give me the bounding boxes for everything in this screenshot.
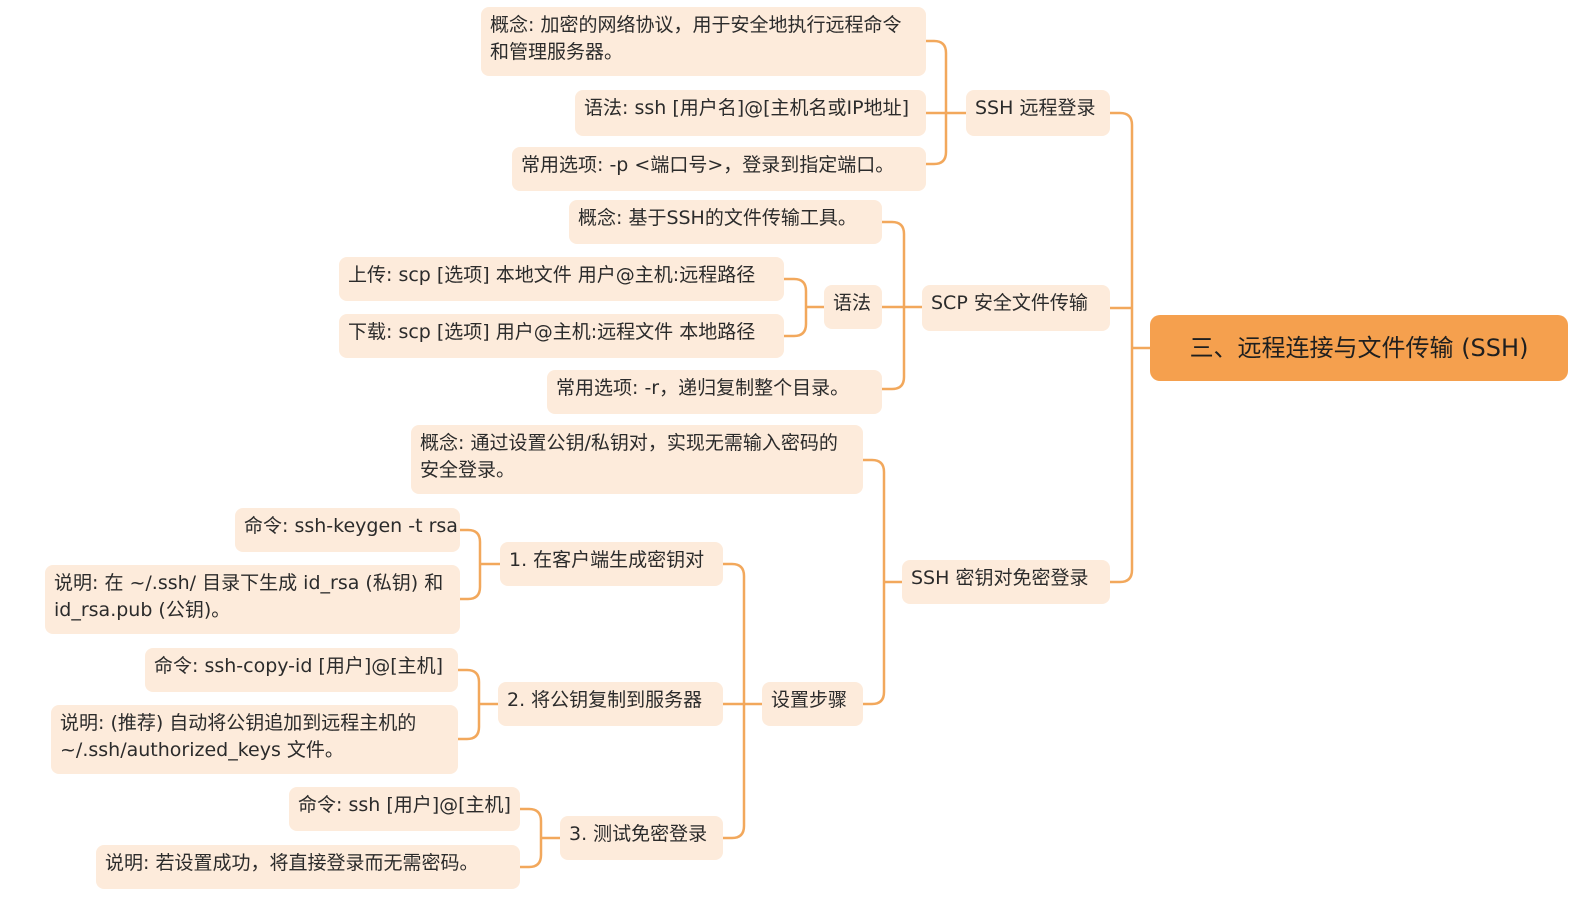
scp-upload-node[interactable]: 上传: scp [选项] 本地文件 用户@主机:远程路径 [339, 257, 784, 301]
ssh-keys-node[interactable]: SSH 密钥对免密登录 [902, 560, 1110, 604]
link-step3 [518, 807, 562, 869]
scp-download-node[interactable]: 下载: scp [选项] 用户@主机:远程文件 本地路径 [339, 314, 784, 358]
step1-cmd-node[interactable]: 命令: ssh-keygen -t rsa [235, 508, 460, 552]
ssh-login-node[interactable]: SSH 远程登录 [966, 90, 1110, 136]
scp-concept-node[interactable]: 概念: 基于SSH的文件传输工具。 [569, 200, 882, 244]
step3-desc-node[interactable]: 说明: 若设置成功，将直接登录而无需密码。 [96, 845, 520, 889]
link-steps [721, 562, 764, 840]
link-scp-syntax [782, 277, 826, 338]
link-ssh-login [924, 39, 968, 166]
setup-steps-node[interactable]: 设置步骤 [762, 682, 863, 726]
step1-desc-node[interactable]: 说明: 在 ~/.ssh/ 目录下生成 id_rsa (私钥) 和 id_rsa… [45, 565, 460, 634]
step1-node[interactable]: 1. 在客户端生成密钥对 [500, 542, 723, 586]
ssh-login-syntax-node[interactable]: 语法: ssh [用户名]@[主机名或IP地址] [575, 90, 926, 136]
link-root-branches [1108, 111, 1152, 584]
link-step1 [458, 528, 502, 601]
step2-desc-node[interactable]: 说明: (推荐) 自动将公钥追加到远程主机的 ~/.ssh/authorized… [51, 705, 458, 774]
root-node[interactable]: 三、远程连接与文件传输 (SSH) [1150, 315, 1568, 381]
ssh-login-concept-node[interactable]: 概念: 加密的网络协议，用于安全地执行远程命令和管理服务器。 [481, 7, 926, 76]
link-scp [880, 220, 924, 391]
step3-cmd-node[interactable]: 命令: ssh [用户]@[主机] [289, 787, 520, 831]
scp-syntax-node[interactable]: 语法 [824, 285, 882, 329]
ssh-keys-concept-node[interactable]: 概念: 通过设置公钥/私钥对，实现无需输入密码的安全登录。 [411, 425, 863, 494]
ssh-login-option-node[interactable]: 常用选项: -p <端口号>，登录到指定端口。 [512, 147, 926, 191]
scp-option-node[interactable]: 常用选项: -r，递归复制整个目录。 [547, 370, 882, 414]
link-step2 [456, 668, 500, 741]
step2-cmd-node[interactable]: 命令: ssh-copy-id [用户]@[主机] [145, 648, 458, 692]
scp-node[interactable]: SCP 安全文件传输 [922, 285, 1110, 331]
link-keys [861, 458, 904, 706]
step3-node[interactable]: 3. 测试免密登录 [560, 816, 723, 860]
step2-node[interactable]: 2. 将公钥复制到服务器 [498, 682, 723, 726]
